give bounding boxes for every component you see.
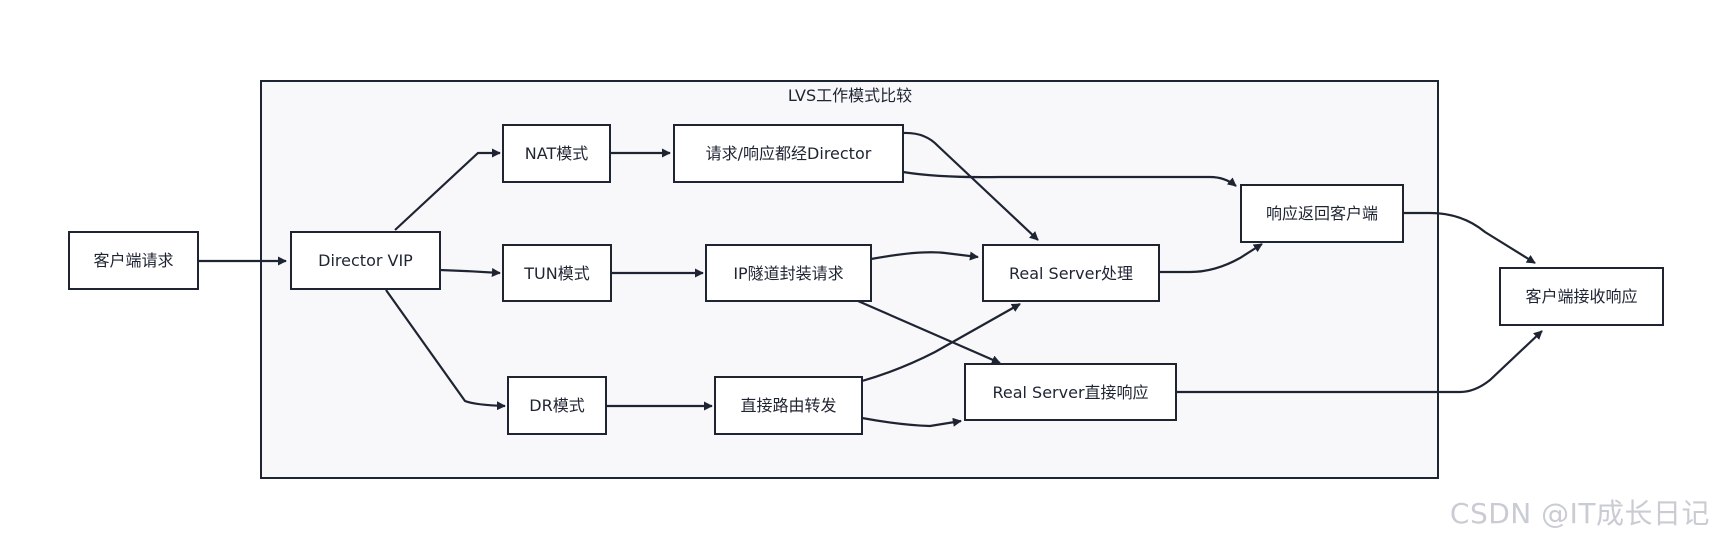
node-label-dr-path: 直接路由转发 xyxy=(740,396,836,415)
node-label-tun-path: IP隧道封装请求 xyxy=(733,264,843,283)
nodes: 客户端请求 Director VIP NAT模式 TUN模式 DR模式 请求/响… xyxy=(68,124,1664,435)
node-client-receive: 客户端接收响应 xyxy=(1499,267,1664,326)
edge-rs-process-to-response xyxy=(1159,243,1263,274)
edge-natpath-to-response xyxy=(902,170,1237,187)
node-dr-path: 直接路由转发 xyxy=(714,376,863,435)
edge-rs-direct-to-client-receive xyxy=(1176,330,1543,394)
node-label-dr-mode: DR模式 xyxy=(529,396,584,415)
edge-response-to-client-receive xyxy=(1403,211,1536,264)
node-label-director-vip: Director VIP xyxy=(318,251,413,270)
edges xyxy=(199,131,1543,428)
node-rs-direct: Real Server直接响应 xyxy=(964,363,1177,421)
node-tun-path: IP隧道封装请求 xyxy=(705,244,872,302)
node-label-rs-process: Real Server处理 xyxy=(1009,264,1133,283)
edge-director-to-tun xyxy=(439,267,501,277)
node-label-nat-mode: NAT模式 xyxy=(525,144,588,163)
node-label-tun-mode: TUN模式 xyxy=(523,264,589,283)
edge-natpath-to-rs-process xyxy=(902,131,1039,241)
edge-director-to-dr xyxy=(385,289,506,411)
watermark: CSDN @IT成长日记 xyxy=(1449,497,1710,530)
node-label-rs-direct: Real Server直接响应 xyxy=(992,383,1148,402)
node-tun-mode: TUN模式 xyxy=(502,244,612,302)
node-label-response-return: 响应返回客户端 xyxy=(1266,204,1378,223)
node-rs-process: Real Server处理 xyxy=(982,244,1160,302)
edge-drpath-to-rs-process xyxy=(861,303,1021,383)
node-label-client-request: 客户端请求 xyxy=(93,251,173,270)
node-dr-mode: DR模式 xyxy=(507,376,607,435)
group-title: LVS工作模式比较 xyxy=(788,86,912,105)
edge-drpath-to-rs-direct xyxy=(861,416,962,428)
node-nat-path: 请求/响应都经Director xyxy=(673,124,904,183)
edge-director-to-nat xyxy=(394,148,501,231)
node-director-vip: Director VIP xyxy=(290,231,441,290)
edge-tunpath-to-rs-process xyxy=(870,251,979,261)
node-label-nat-path: 请求/响应都经Director xyxy=(706,144,872,163)
node-response-return: 响应返回客户端 xyxy=(1240,184,1404,243)
node-client-request: 客户端请求 xyxy=(68,231,199,290)
node-label-client-receive: 客户端接收响应 xyxy=(1525,287,1637,306)
node-nat-mode: NAT模式 xyxy=(502,124,611,183)
edge-tunpath-to-rs-direct xyxy=(857,299,1001,365)
